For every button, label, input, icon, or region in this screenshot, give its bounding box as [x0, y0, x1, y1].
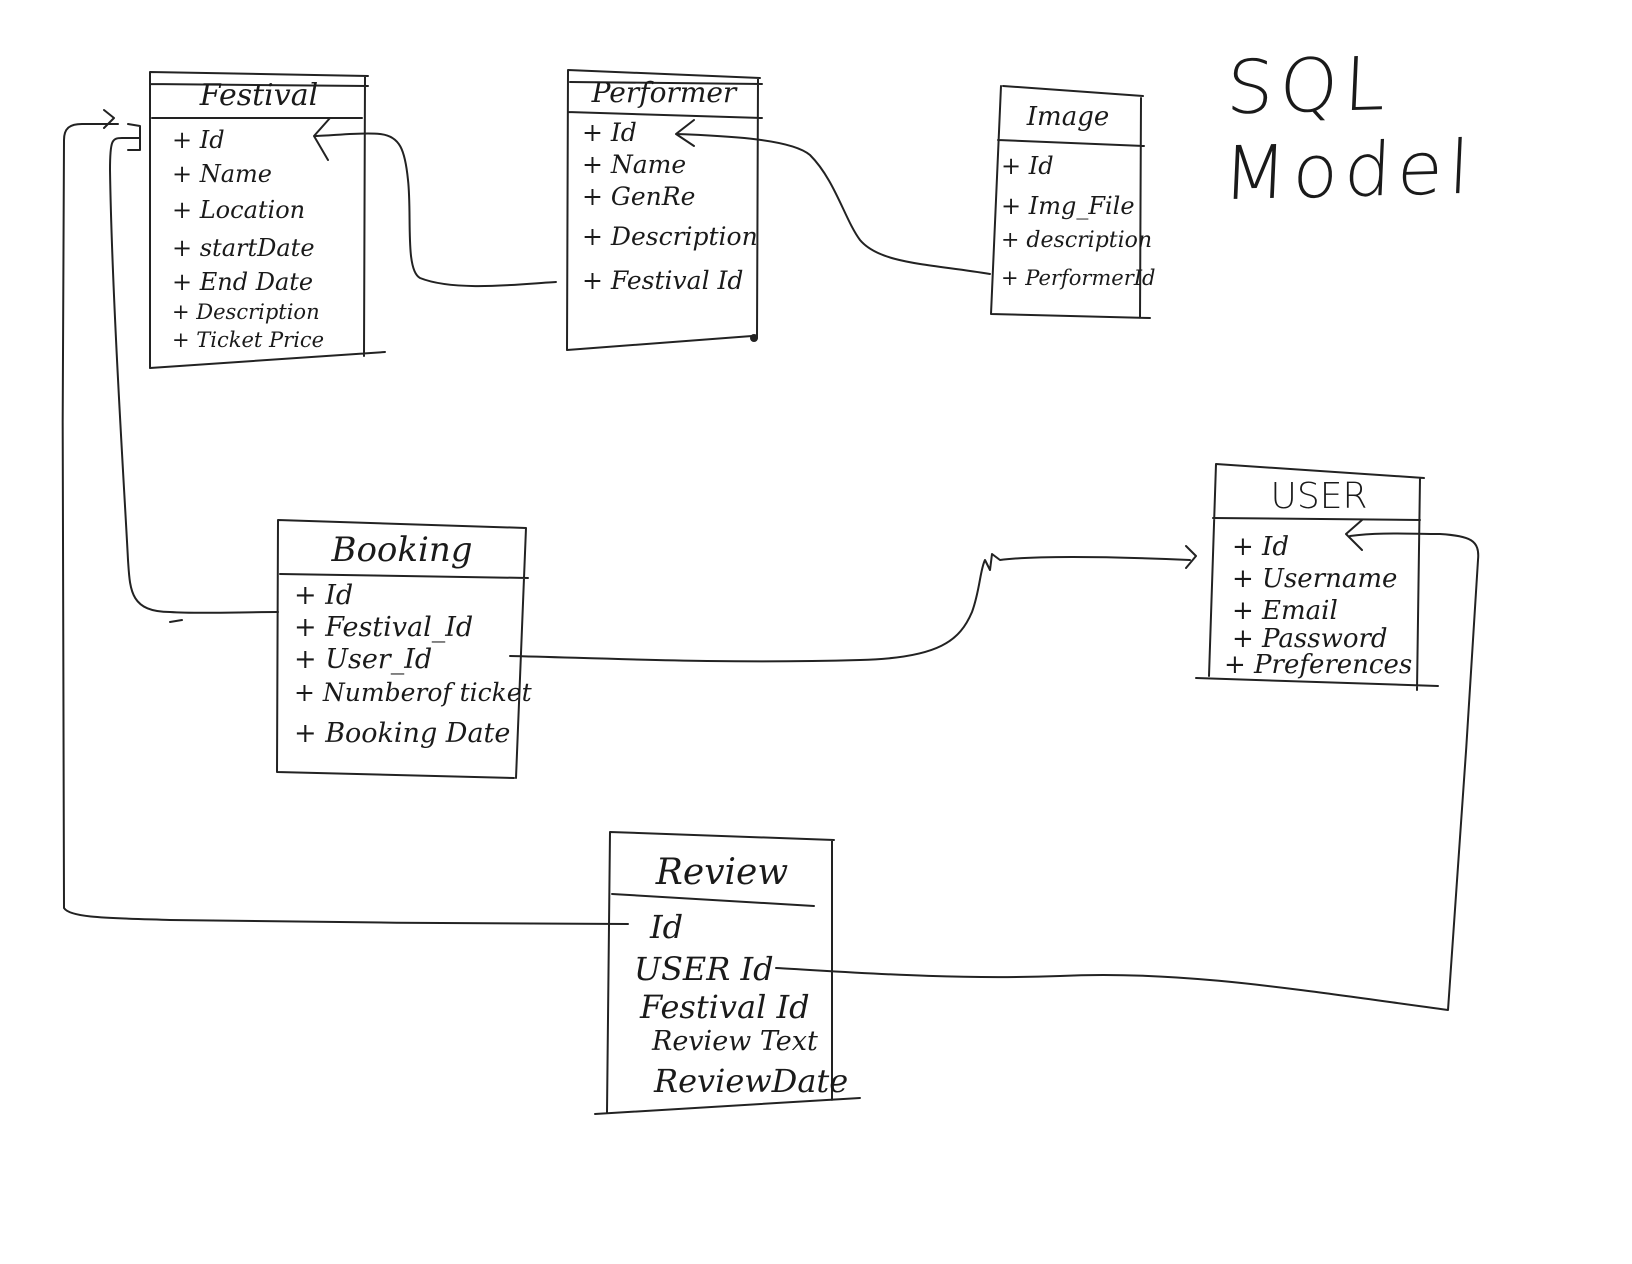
entity-user: USER + Id + Username + Email + Password …	[1216, 464, 1422, 684]
attribute-festival-location: + Location	[172, 196, 306, 224]
attribute-booking-festivalid: + Festival_Id	[294, 612, 474, 643]
attribute-user-username: + Username	[1232, 564, 1398, 594]
relationship-review-festival	[61, 109, 629, 925]
attribute-user-password: + Password	[1232, 624, 1388, 654]
entity-title-review: Review	[655, 852, 789, 893]
attribute-image-imgfile: + Img_File	[1001, 192, 1135, 220]
attribute-booking-userid: + User_Id	[294, 644, 433, 675]
attribute-performer-description: + Description	[582, 222, 758, 251]
attribute-booking-bookingdate: + Booking Date	[294, 718, 511, 749]
entity-title-user: USER	[1270, 476, 1368, 517]
relationship-booking-user	[509, 545, 1197, 663]
relationship-review-user	[775, 519, 1480, 1011]
attribute-review-festivalid: Festival Id	[640, 988, 810, 1026]
attribute-booking-numberofticket: + Numberof ticket	[294, 678, 532, 707]
performer-box-outline	[566, 69, 763, 351]
attribute-performer-festivalid: + Festival Id	[582, 266, 744, 295]
entity-title-booking: Booking	[331, 530, 473, 570]
entity-image: Image + Id + Img_File + description + Pe…	[993, 86, 1156, 316]
entity-title-festival: Festival	[199, 78, 319, 113]
attribute-festival-description: + Description	[172, 300, 320, 324]
attribute-user-preferences: + Preferences	[1224, 650, 1413, 680]
attribute-review-userid: USER Id	[634, 950, 774, 988]
attribute-festival-startdate: + startDate	[172, 234, 315, 262]
attribute-performer-name: + Name	[582, 150, 687, 179]
attribute-review-id: Id	[650, 908, 684, 946]
user-box-outline	[1195, 463, 1439, 691]
attribute-user-id: + Id	[1232, 532, 1289, 562]
attribute-festival-name: + Name	[172, 160, 273, 188]
entity-review: Review Id USER Id Festival Id Review Tex…	[610, 832, 848, 1112]
entity-performer: Performer + Id + Name + GenRe + Descript…	[568, 70, 760, 350]
attribute-image-id: + Id	[1001, 152, 1054, 180]
attribute-image-description: + description	[1001, 228, 1153, 253]
attribute-booking-id: + Id	[294, 580, 354, 611]
entity-title-image: Image	[1026, 102, 1110, 132]
page-title: SQL Model	[1220, 41, 1478, 218]
image-box-outline	[990, 85, 1151, 319]
attribute-performer-genre: + GenRe	[582, 182, 696, 211]
attribute-festival-id: + Id	[172, 126, 225, 154]
attribute-image-performerid: + PerformerId	[1001, 266, 1156, 290]
relationship-booking-festival	[109, 123, 279, 623]
booking-box-outline	[276, 519, 529, 779]
review-box-outline	[594, 831, 861, 1115]
relationship-image-performer	[675, 119, 991, 275]
attribute-festival-ticketprice: + Ticket Price	[172, 328, 325, 352]
attribute-performer-id: + Id	[582, 118, 637, 147]
attribute-review-reviewdate: ReviewDate	[654, 1062, 849, 1100]
entity-festival: Festival + Id + Name + Location + startD…	[150, 72, 368, 368]
festival-box-outline	[149, 71, 386, 369]
entity-booking: Booking + Id + Festival_Id + User_Id + N…	[278, 520, 532, 776]
attribute-user-email: + Email	[1232, 596, 1338, 626]
attribute-festival-enddate: + End Date	[172, 268, 314, 296]
attribute-review-reviewtext: Review Text	[652, 1026, 818, 1057]
relationship-performer-festival	[313, 117, 557, 288]
entity-title-performer: Performer	[591, 76, 737, 109]
